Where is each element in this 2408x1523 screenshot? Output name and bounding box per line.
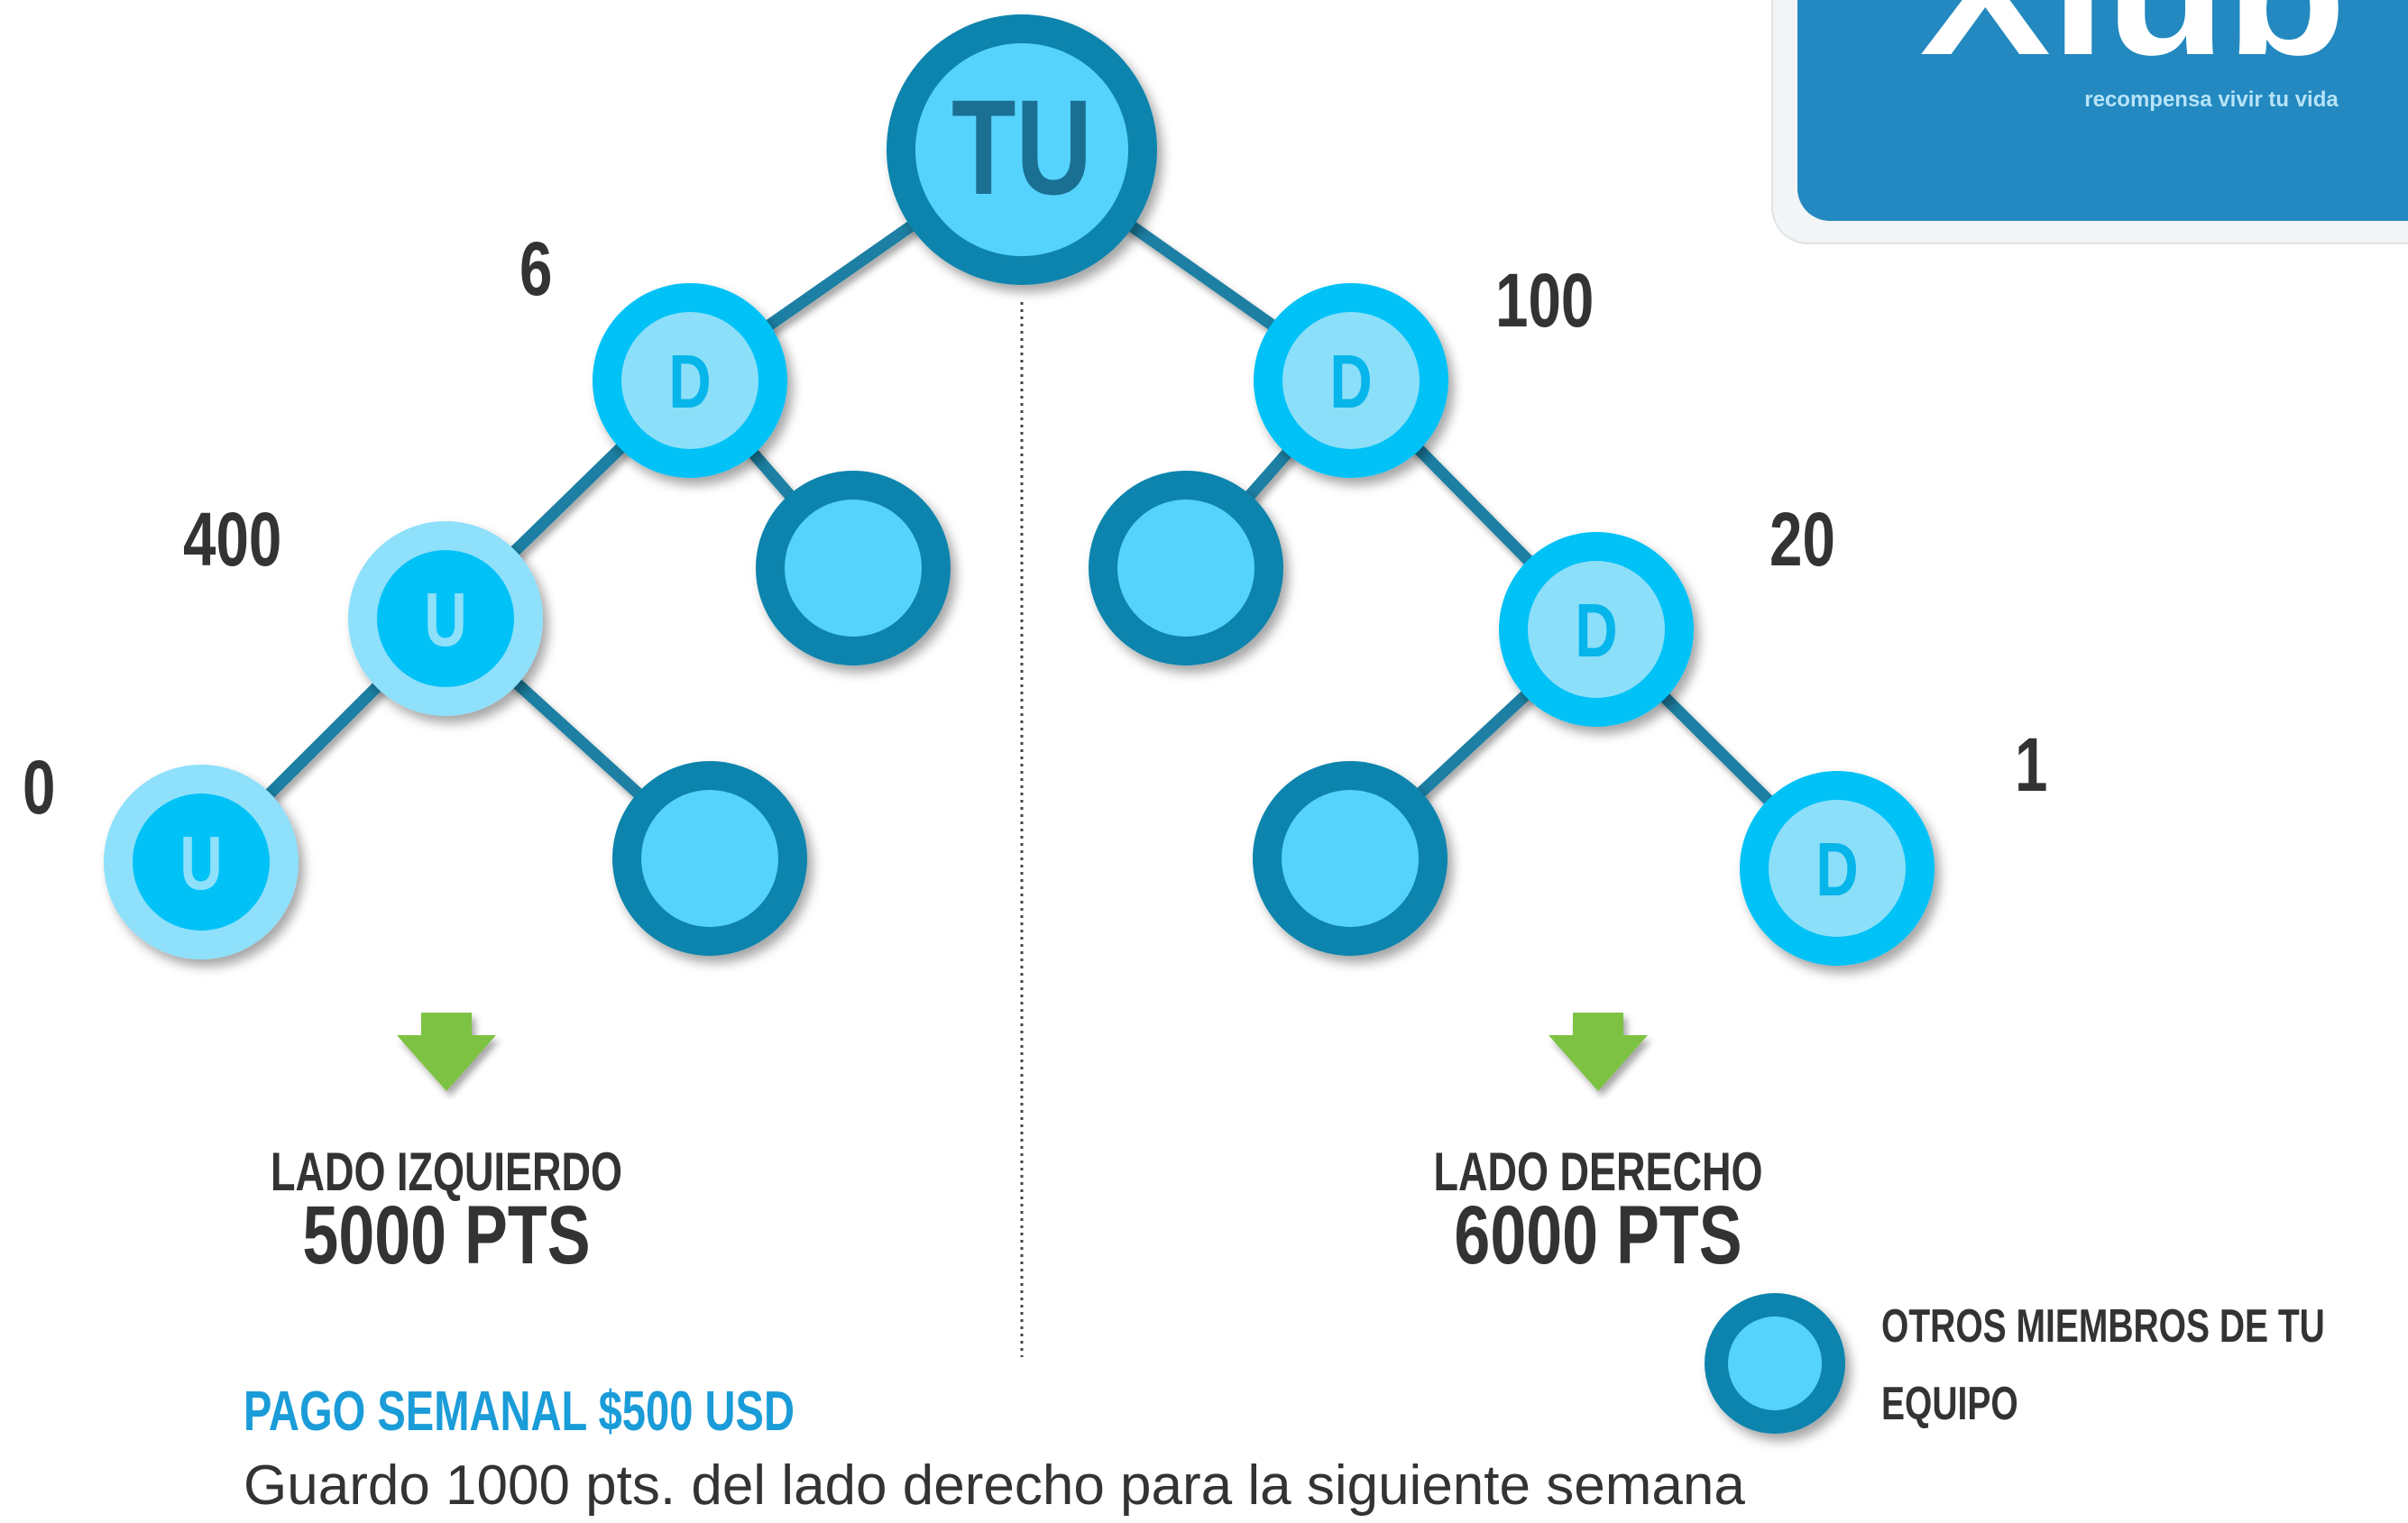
logo: Xlub recompensa vivir tu vida (1771, 0, 2408, 244)
node-right-right-d-label: D (1575, 588, 1617, 673)
left-side-points: 5000 PTS (302, 1189, 591, 1281)
node-right-right-right-d (1740, 771, 1935, 966)
node-root-tu (887, 14, 1157, 285)
node-right-d-label: D (1329, 339, 1372, 424)
node-left-left-u-label: U (424, 577, 466, 662)
node-right-d (1254, 283, 1448, 478)
right-side-points: 6000 PTS (1454, 1189, 1742, 1281)
arrow-down-icon-left (397, 1013, 496, 1091)
node-right-right-right-d-label: D (1815, 827, 1858, 912)
points-left-left-left: 0 (23, 745, 56, 830)
payment-title: PAGO SEMANAL $500 USD (244, 1381, 795, 1443)
points-left-left: 400 (183, 497, 282, 582)
points-right-right: 20 (1769, 497, 1835, 582)
points-right-child: 100 (1495, 258, 1595, 343)
logo-wordmark: Xlub (1919, 0, 2346, 91)
points-left-child: 6 (519, 226, 553, 311)
legend-label-line2: EQUIPO (1881, 1378, 2018, 1430)
node-team-member-left-right (756, 471, 951, 665)
points-right-right-right: 1 (2015, 722, 2048, 807)
node-root-label: TU (951, 71, 1092, 223)
node-right-right-d (1499, 532, 1694, 727)
payment-description: Guardo 1000 pts. del lado derecho para l… (244, 1454, 1745, 1517)
node-left-left-u (348, 521, 543, 716)
logo-tagline: recompensa vivir tu vida (2084, 87, 2339, 112)
node-team-member-right-left (1089, 471, 1283, 665)
right-side-label: LADO DERECHO (1433, 1142, 1763, 1202)
node-left-d-label: D (668, 339, 711, 424)
node-left-left-left-u-label: U (179, 821, 222, 905)
node-left-d (593, 283, 787, 478)
arrow-down-icon-right (1549, 1013, 1648, 1091)
left-side-label: LADO IZQUIERDO (271, 1142, 622, 1202)
node-team-member-right-right-left (1253, 761, 1448, 956)
node-left-left-left-u (104, 765, 299, 959)
legend-team-member-icon (1705, 1293, 1845, 1434)
node-team-member-left-left-right (612, 761, 807, 956)
legend-label-line1: OTROS MIEMBROS DE TU (1881, 1300, 2325, 1353)
